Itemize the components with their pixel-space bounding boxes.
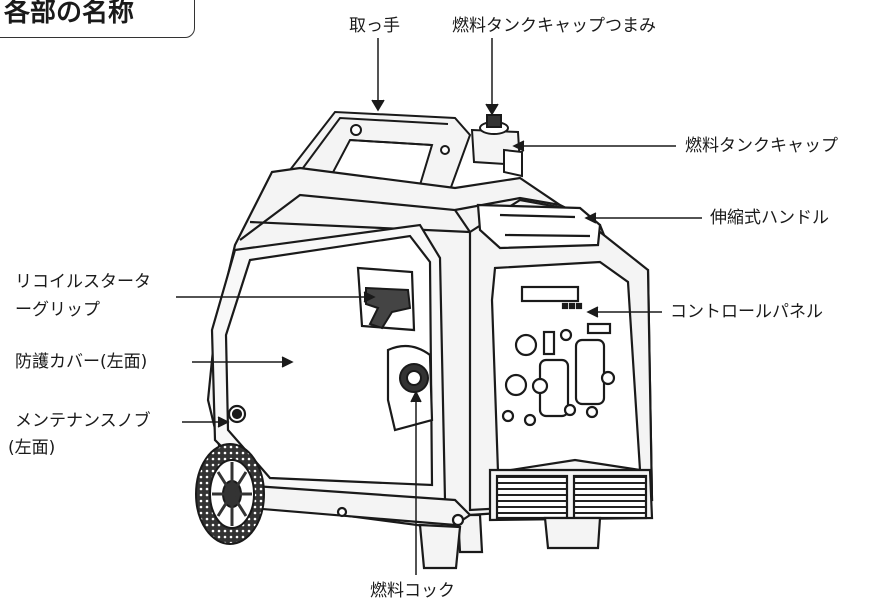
label-recoil-starter-line1: リコイルスタータ (15, 272, 151, 292)
label-maintenance-knob-line2: (左面) (8, 438, 56, 458)
label-telescopic-handle: 伸縮式ハンドル (710, 208, 829, 228)
section-title: 各部の名称 (4, 0, 135, 28)
recoil-grip-shape (365, 286, 412, 330)
section-title-box (0, 0, 195, 38)
label-control-panel: コントロールパネル (670, 302, 823, 322)
carry-handle (288, 110, 472, 192)
label-fuel-cock: 燃料コック (370, 581, 455, 601)
generator-body (206, 166, 654, 570)
wheel (195, 443, 265, 545)
fuel-cock-shape (399, 363, 429, 393)
label-fuel-cap: 燃料タンクキャップ (685, 136, 838, 156)
label-fuel-cap-knob: 燃料タンクキャップつまみ (452, 16, 656, 36)
callout-lines (176, 38, 702, 575)
label-maintenance-knob-line1: メンテナンスノブ (15, 411, 151, 431)
label-handle: 取っ手 (349, 16, 400, 36)
label-protective-cover: 防護カバー(左面) (15, 352, 148, 372)
label-recoil-starter-line2: ーグリップ (15, 300, 100, 320)
fuel-cap-shape (470, 114, 523, 178)
